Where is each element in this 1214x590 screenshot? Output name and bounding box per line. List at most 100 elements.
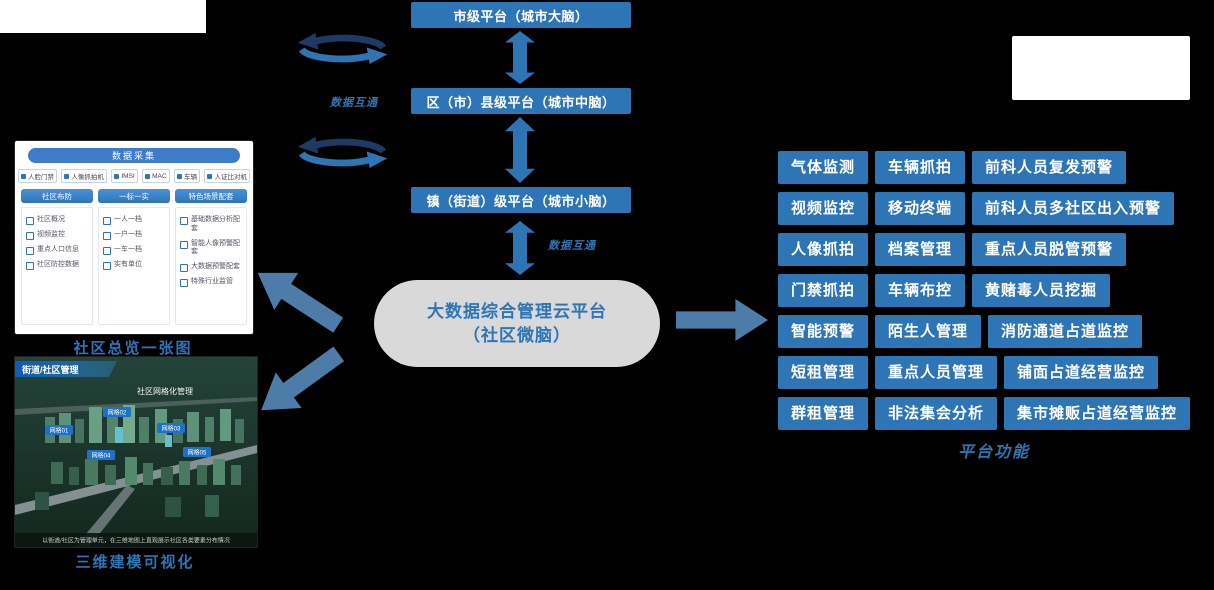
list-item[interactable]: 一户一档 — [103, 231, 165, 240]
function-item: 移动终端 — [875, 192, 966, 225]
function-item: 短租管理 — [778, 356, 869, 389]
3d-city-scene: 街道/社区管理 社区网格化管理 网格01 网格02 网格03 网格04 网格0 — [14, 356, 258, 548]
scene-background — [15, 357, 257, 547]
arrow-to-functions-icon — [676, 299, 768, 341]
device-chip[interactable]: 人脸门禁 — [18, 169, 57, 183]
scene-footnote-text: 以街道/社区为管理单元，在三维地图上直观展示社区各类要素分布情况 — [42, 537, 230, 545]
section-tab[interactable]: 一标一实 — [98, 189, 170, 203]
function-item: 集市摊贩占道经营监控 — [1004, 397, 1191, 430]
list-item-label: 智能人像预警配套 — [191, 239, 240, 256]
list-item[interactable]: 智能人像预警配套 — [180, 240, 242, 258]
map-tag-label: 网格01 — [50, 427, 69, 435]
scene-banner: 街道/社区管理 — [15, 361, 117, 377]
doc-icon — [26, 217, 34, 225]
blank-logo-area-right — [1012, 36, 1190, 100]
list-item[interactable]: 社区概况 — [26, 216, 88, 225]
person-icon — [103, 217, 111, 225]
community-dashboard-thumbnail: 数据采集 人脸门禁 人像抓拍机 IMSI MAC 车辆 人证比对机 社区布防 一… — [14, 140, 254, 335]
function-item: 档案管理 — [875, 233, 966, 266]
map-tag: 网格04 — [87, 450, 115, 460]
list-item-label: 一户一档 — [114, 231, 142, 238]
device-icon — [207, 173, 213, 179]
dashboard-caption: 社区总览一张图 — [73, 340, 193, 357]
list-item[interactable]: 一车一档 — [103, 246, 165, 255]
device-chip-label: 车辆 — [184, 174, 198, 181]
device-chip[interactable]: 人像抓拍机 — [61, 169, 107, 183]
device-chip[interactable]: IMSI — [111, 169, 138, 183]
function-item: 人像抓拍 — [778, 233, 869, 266]
arrow-to-3d-model-icon — [248, 336, 352, 428]
list-item-label: 社区防控数据 — [37, 261, 79, 268]
list-item[interactable]: 基础数据分析配套 — [180, 216, 242, 234]
list-item-label: 实有单位 — [114, 261, 142, 268]
list-item-label: 一车一档 — [114, 246, 142, 253]
function-row: 人像抓拍 档案管理 重点人员脱管预警 — [778, 233, 1210, 266]
device-icon — [64, 173, 70, 179]
doc-icon — [26, 232, 34, 240]
dashboard-section-tabs: 社区布防 一标一实 特色场景配套 — [21, 189, 247, 203]
platform-functions-label: 平台功能 — [957, 444, 1030, 461]
function-item: 消防通道占道监控 — [988, 315, 1143, 348]
function-item: 群租管理 — [778, 397, 869, 430]
dashboard-card: 一人一档 一户一档 一车一档 实有单位 — [98, 207, 170, 325]
list-item[interactable]: 特殊行业监管 — [180, 278, 242, 287]
data-collection-button[interactable]: 数据采集 — [28, 148, 240, 163]
level-box-city: 市级平台（城市大脑） — [411, 2, 631, 28]
level-box-town: 镇（街道）级平台（城市小脑） — [411, 187, 631, 213]
device-icon — [145, 173, 151, 179]
scene-icon — [180, 279, 188, 287]
bidirectional-arrow-icon — [505, 221, 535, 275]
list-item[interactable]: 实有单位 — [103, 261, 165, 270]
blank-logo-area-left — [0, 0, 206, 33]
function-row: 智能预警 陌生人管理 消防通道占道监控 — [778, 315, 1210, 348]
device-icon — [114, 173, 120, 179]
list-item[interactable]: 大数据预警配套 — [180, 263, 242, 272]
list-item[interactable]: 视频监控 — [26, 231, 88, 240]
function-row: 群租管理 非法集会分析 集市摊贩占道经营监控 — [778, 397, 1210, 430]
section-tab[interactable]: 特色场景配套 — [175, 189, 247, 203]
person-icon — [103, 232, 111, 240]
function-item: 前科人员多社区出入预警 — [972, 192, 1175, 225]
function-item: 黄赌毒人员挖掘 — [972, 274, 1111, 307]
doc-icon — [26, 247, 34, 255]
device-chip[interactable]: 车辆 — [174, 169, 201, 183]
list-item-label: 基础数据分析配套 — [191, 216, 240, 232]
map-tag-label: 网格04 — [92, 452, 111, 460]
function-item: 重点人员脱管预警 — [972, 233, 1127, 266]
scene-overlay-title: 社区网格化管理 — [137, 386, 193, 396]
scene-icon — [180, 240, 188, 249]
device-chip-label: IMSI — [121, 172, 135, 180]
function-item: 陌生人管理 — [875, 315, 982, 348]
function-row: 视频监控 移动终端 前科人员多社区出入预警 — [778, 192, 1210, 225]
device-chip-label: MAC — [152, 172, 167, 180]
device-chip-row: 人脸门禁 人像抓拍机 IMSI MAC 车辆 人证比对机 — [18, 169, 250, 183]
person-icon — [103, 247, 111, 255]
person-icon — [103, 262, 111, 270]
data-sync-icon — [294, 33, 391, 65]
device-icon — [177, 173, 183, 179]
list-item-label: 大数据预警配套 — [191, 263, 240, 270]
function-item: 视频监控 — [778, 192, 869, 225]
map-tag: 网格01 — [45, 425, 73, 435]
hub-title-line1: 大数据综合管理云平台 — [427, 301, 607, 321]
function-item: 气体监测 — [778, 151, 869, 184]
3d-model-caption: 三维建模可视化 — [75, 554, 195, 571]
device-chip[interactable]: MAC — [142, 169, 170, 183]
scene-icon — [180, 217, 188, 225]
function-row: 气体监测 车辆抓拍 前科人员复发预警 — [778, 151, 1210, 184]
list-item-label: 社区概况 — [37, 216, 65, 223]
function-item: 铺面占道经营监控 — [1004, 356, 1159, 389]
hub-link-label: 数据互通 — [548, 240, 596, 252]
bidirectional-arrow-icon — [505, 31, 535, 84]
device-chip[interactable]: 人证比对机 — [204, 169, 250, 183]
list-item[interactable]: 重点人口信息 — [26, 246, 88, 255]
list-item[interactable]: 一人一档 — [103, 216, 165, 225]
device-chip-label: 人像抓拍机 — [71, 174, 104, 181]
function-item: 重点人员管理 — [875, 356, 998, 389]
scene-icon — [180, 264, 188, 272]
device-icon — [21, 173, 26, 179]
section-tab[interactable]: 社区布防 — [21, 189, 93, 203]
list-item[interactable]: 社区防控数据 — [26, 261, 88, 270]
cloud-platform-hub: 大数据综合管理云平台 （社区微脑） — [374, 280, 660, 367]
